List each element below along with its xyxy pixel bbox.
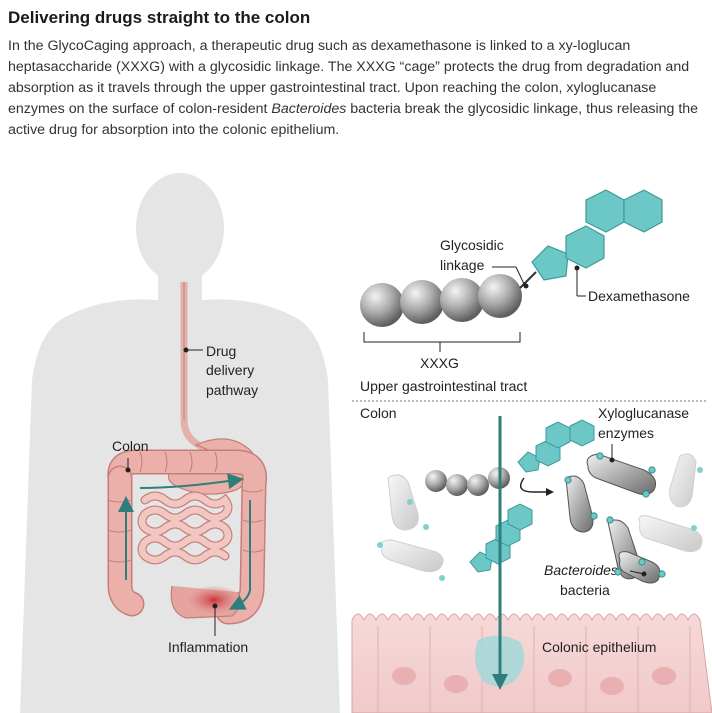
drug-pathway-arrows [118, 473, 251, 610]
label-colon-panel: Colon [360, 405, 397, 421]
background-bacteria [380, 453, 703, 573]
label-glycosidic-1: Glycosidic [440, 237, 504, 253]
intro-paragraph: In the GlycoCaging approach, a therapeut… [8, 36, 708, 141]
body-leaders [125, 347, 218, 636]
intro-text-italic: Bacteroides [271, 101, 347, 117]
colon-leaders [609, 444, 647, 577]
label-epithelium: Colonic epithelium [542, 639, 656, 655]
label-upper-gi: Upper gastrointestinal tract [360, 378, 527, 394]
background-enzymes [377, 467, 703, 581]
label-colon-body: Colon [112, 438, 149, 454]
label-enzymes-1: Xyloglucanase [598, 405, 689, 421]
label-dexamethasone: Dexamethasone [588, 288, 690, 304]
colon-xxxg-chain [425, 467, 510, 496]
inflammation-region [188, 586, 240, 614]
cleavage-arrow [519, 477, 546, 493]
label-bacteria: bacteria [560, 582, 610, 598]
xxxg-chain [360, 274, 522, 327]
label-xxxg: XXXG [420, 355, 459, 371]
label-inflammation: Inflammation [168, 639, 248, 655]
body-silhouette [20, 173, 340, 713]
label-bacteroides: Bacteroides [544, 562, 618, 578]
label-glycosidic-2: linkage [440, 257, 485, 273]
label-enzymes-2: enzymes [598, 425, 654, 441]
intro-text-b: bacteria break the glycosidic linkage, t… [8, 101, 699, 138]
bacteroides-bacteria [565, 453, 661, 584]
xyloglucanase-enzymes [564, 452, 666, 578]
label-drug-path-1: Drug [206, 343, 236, 359]
molecule-leaders [363, 265, 586, 352]
glycosidic-bond [519, 271, 537, 289]
label-drug-path-3: pathway [206, 382, 258, 398]
released-drug-lower [469, 503, 533, 573]
figure-title: Delivering drugs straight to the colon [8, 8, 311, 27]
released-drug-upper [517, 419, 595, 473]
intro-text-a: In the GlycoCaging approach, a therapeut… [8, 38, 690, 117]
dexamethasone-molecule [531, 189, 663, 281]
colonic-epithelium [351, 613, 712, 713]
label-drug-path-2: delivery [206, 362, 254, 378]
small-intestine [137, 491, 233, 565]
